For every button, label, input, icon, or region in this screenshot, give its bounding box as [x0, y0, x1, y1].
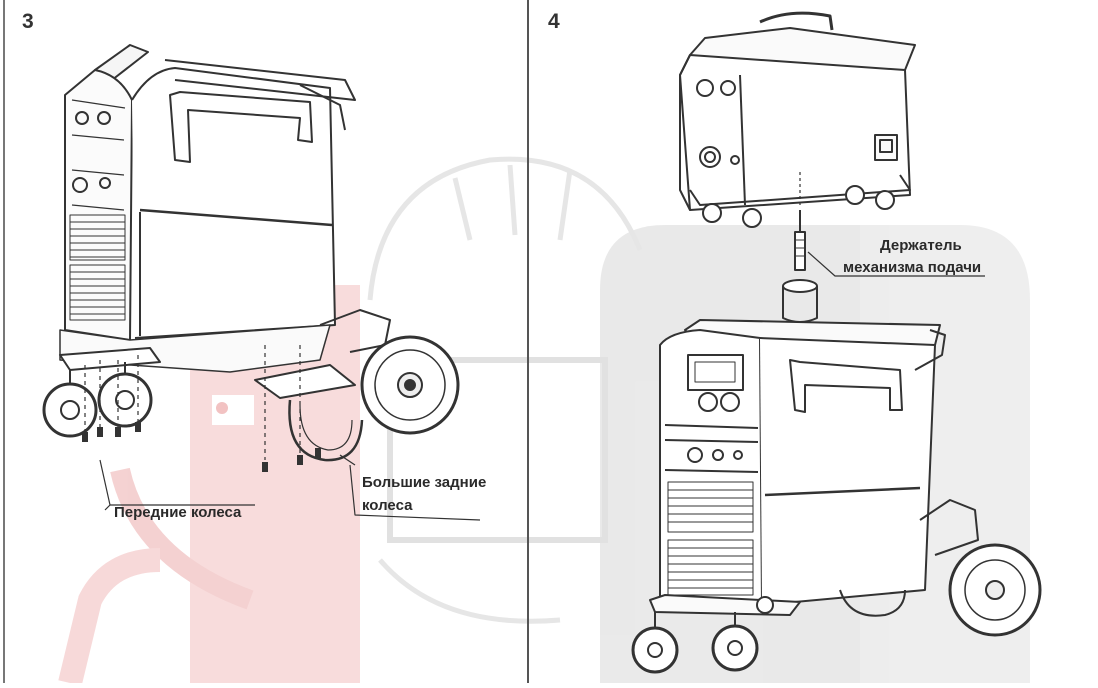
step-number-3: 3: [22, 10, 34, 33]
welder-machine-step4: [631, 319, 1042, 674]
welder-machine-step3: [42, 44, 481, 521]
label-feeder-holder-line2: механизма подачи: [843, 259, 982, 276]
label-rear-wheels-line2: колеса: [362, 497, 413, 514]
wire-feeder-unit: [679, 11, 985, 323]
label-rear-wheels-line1: Большие задние: [362, 474, 487, 491]
label-feeder-holder-line1: Держатель: [880, 237, 962, 254]
step-number-4: 4: [548, 10, 560, 33]
label-front-wheels: Передние колеса: [114, 504, 242, 521]
